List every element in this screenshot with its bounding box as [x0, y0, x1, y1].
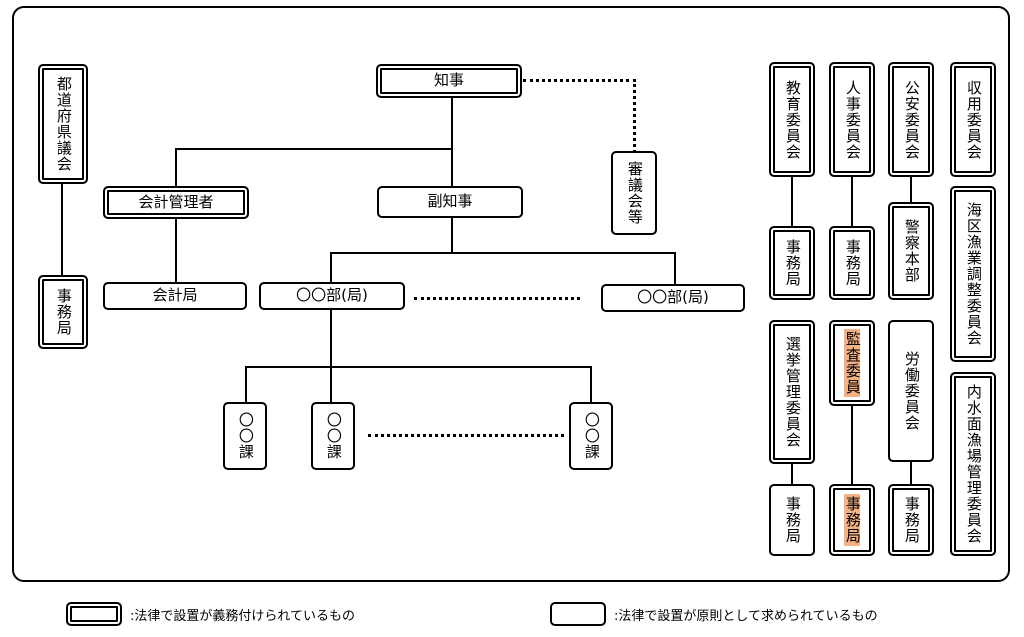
connector-audit — [851, 404, 853, 486]
accounting-manager-label: 会計管理者 — [138, 192, 214, 211]
councils-label: 審議会等 — [625, 161, 644, 225]
election-commission-secretariat-label: 事務局 — [783, 496, 802, 544]
connector-to-accounting-manager — [175, 148, 177, 186]
vice-governor-label: 副知事 — [427, 192, 473, 211]
department-box-1: 〇〇部(局) — [259, 282, 405, 310]
labor-relations-commission-secretariat-label: 事務局 — [902, 496, 921, 544]
dotted-departments — [414, 297, 580, 300]
inland-fisheries-committee-label: 内水面漁場管理委員会 — [964, 384, 983, 544]
diagram-frame — [12, 6, 1010, 582]
section-box-2: 〇〇課 — [311, 402, 355, 470]
dotted-governor-councils — [523, 79, 636, 82]
connector-to-section-2 — [330, 366, 332, 404]
accounting-manager-box: 会計管理者 — [103, 186, 249, 219]
personnel-commission-secretariat-box: 事務局 — [829, 226, 875, 300]
police-headquarters-label: 警察本部 — [902, 219, 921, 283]
connector-departments-hbar — [330, 252, 676, 254]
board-of-education-box: 教育委員会 — [769, 62, 815, 177]
connector-personnel — [851, 176, 853, 228]
vice-governor-box: 副知事 — [377, 186, 523, 218]
personnel-commission-secretariat-label: 事務局 — [843, 239, 862, 287]
prefectural-assembly-label: 都道府県議会 — [54, 76, 73, 172]
connector-sections-hbar — [245, 366, 592, 368]
section-box-1: 〇〇課 — [223, 402, 267, 470]
audit-commissioners-label: 監査委員 — [843, 329, 862, 397]
connector-to-accounting-bureau — [175, 218, 177, 284]
audit-commissioners-box: 監査委員 — [829, 320, 875, 406]
election-commission-label: 選挙管理委員会 — [783, 336, 802, 448]
police-headquarters-box: 警察本部 — [888, 202, 934, 300]
legend-principle-label: :法律で設置が原則として求められているもの — [614, 608, 878, 624]
personnel-commission-box: 人事委員会 — [829, 62, 875, 177]
connector-vice-down — [451, 216, 453, 254]
audit-commissioners-secretariat-label: 事務局 — [843, 494, 862, 546]
legend-mandatory-label: :法律で設置が義務付けられているもの — [130, 608, 355, 624]
public-safety-commission-box: 公安委員会 — [888, 62, 934, 177]
connector-governor-hbar — [175, 148, 453, 150]
public-safety-commission-label: 公安委員会 — [902, 79, 921, 160]
connector-education — [791, 176, 793, 228]
labor-relations-commission-label: 労働委員会 — [902, 351, 921, 431]
department-label-1: 〇〇部(局) — [296, 286, 368, 305]
labor-relations-commission-box: 労働委員会 — [888, 320, 934, 462]
connector-assembly-secretariat — [61, 182, 63, 278]
labor-relations-commission-secretariat-box: 事務局 — [888, 484, 934, 556]
dotted-sections — [368, 434, 564, 437]
sea-area-fisheries-committee-label: 海区漁業調整委員会 — [964, 202, 983, 346]
board-of-education-secretariat-label: 事務局 — [783, 239, 802, 287]
legend-principle: :法律で設置が原則として求められているもの — [550, 602, 878, 626]
election-commission-secretariat-box: 事務局 — [769, 484, 815, 556]
connector-to-section-3 — [590, 366, 592, 404]
inland-fisheries-committee-box: 内水面漁場管理委員会 — [950, 372, 996, 556]
board-of-education-secretariat-box: 事務局 — [769, 226, 815, 300]
connector-labor — [910, 460, 912, 486]
connector-to-department-2 — [674, 252, 676, 286]
legend-mandatory-swatch — [66, 602, 122, 626]
governor-label: 知事 — [433, 71, 464, 90]
connector-to-section-1 — [245, 366, 247, 404]
board-of-education-label: 教育委員会 — [783, 79, 802, 160]
prefectural-assembly-box: 都道府県議会 — [38, 64, 88, 184]
connector-election — [791, 462, 793, 486]
accounting-bureau-label: 会計局 — [152, 286, 198, 305]
section-label-1: 〇〇課 — [236, 412, 255, 460]
section-label-3: 〇〇課 — [582, 412, 601, 460]
expropriation-committee-box: 収用委員会 — [950, 62, 996, 177]
connector-to-department-1 — [330, 252, 332, 284]
connector-governor-down — [451, 96, 453, 190]
dotted-councils-drop — [633, 79, 636, 153]
section-label-2: 〇〇課 — [324, 412, 343, 460]
governor-box: 知事 — [376, 64, 522, 98]
section-box-3: 〇〇課 — [569, 402, 613, 470]
department-label-2: 〇〇部(局) — [637, 288, 709, 307]
expropriation-committee-label: 収用委員会 — [964, 79, 983, 160]
department-box-2: 〇〇部(局) — [601, 284, 745, 312]
connector-department-down — [330, 308, 332, 368]
assembly-secretariat-box: 事務局 — [38, 275, 88, 349]
audit-commissioners-secretariat-box: 事務局 — [829, 484, 875, 556]
legend-mandatory: :法律で設置が義務付けられているもの — [66, 602, 355, 626]
assembly-secretariat-label: 事務局 — [54, 288, 73, 336]
election-commission-box: 選挙管理委員会 — [769, 320, 815, 464]
connector-public-safety — [910, 176, 912, 204]
legend-principle-swatch — [550, 602, 606, 626]
councils-box: 審議会等 — [611, 151, 657, 235]
accounting-bureau-box: 会計局 — [103, 282, 247, 310]
sea-area-fisheries-committee-box: 海区漁業調整委員会 — [950, 186, 996, 362]
personnel-commission-label: 人事委員会 — [843, 79, 862, 160]
